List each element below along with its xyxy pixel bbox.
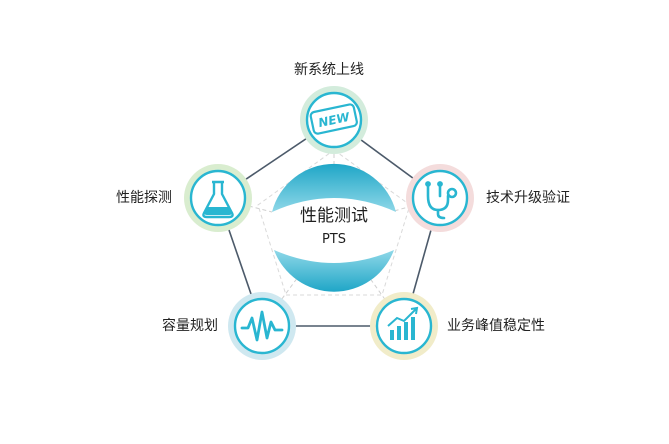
node-peak (370, 292, 438, 360)
center-sphere (270, 163, 398, 292)
center-sphere-bottom-cap (274, 250, 394, 292)
node-perf-probe (184, 164, 252, 232)
node-capacity (228, 292, 296, 360)
node-tech-upgrade (406, 164, 474, 232)
label-peak: 业务峰值稳定性 (447, 318, 545, 334)
center-sphere-top-cap (272, 163, 396, 212)
label-tech-upgrade: 技术升级验证 (486, 190, 570, 206)
flask-icon (202, 180, 234, 219)
node-new-system: NEW (300, 86, 368, 154)
inner-pentagon (257, 149, 411, 296)
new-badge-icon: NEW (309, 103, 358, 135)
node-capacity-core (233, 297, 291, 355)
growth-chart-icon (387, 306, 419, 340)
center-title: 性能测试 (300, 206, 368, 226)
pulse-wave-icon (240, 310, 284, 342)
center-subtitle: PTS (321, 232, 347, 247)
svg-text:NEW: NEW (317, 110, 351, 130)
label-new-system: 新系统上线 (294, 62, 364, 78)
stethoscope-icon (425, 181, 458, 220)
label-perf-probe: 性能探测 (116, 190, 172, 206)
label-capacity: 容量规划 (162, 318, 218, 334)
center-text: 性能测试 PTS (270, 206, 398, 256)
